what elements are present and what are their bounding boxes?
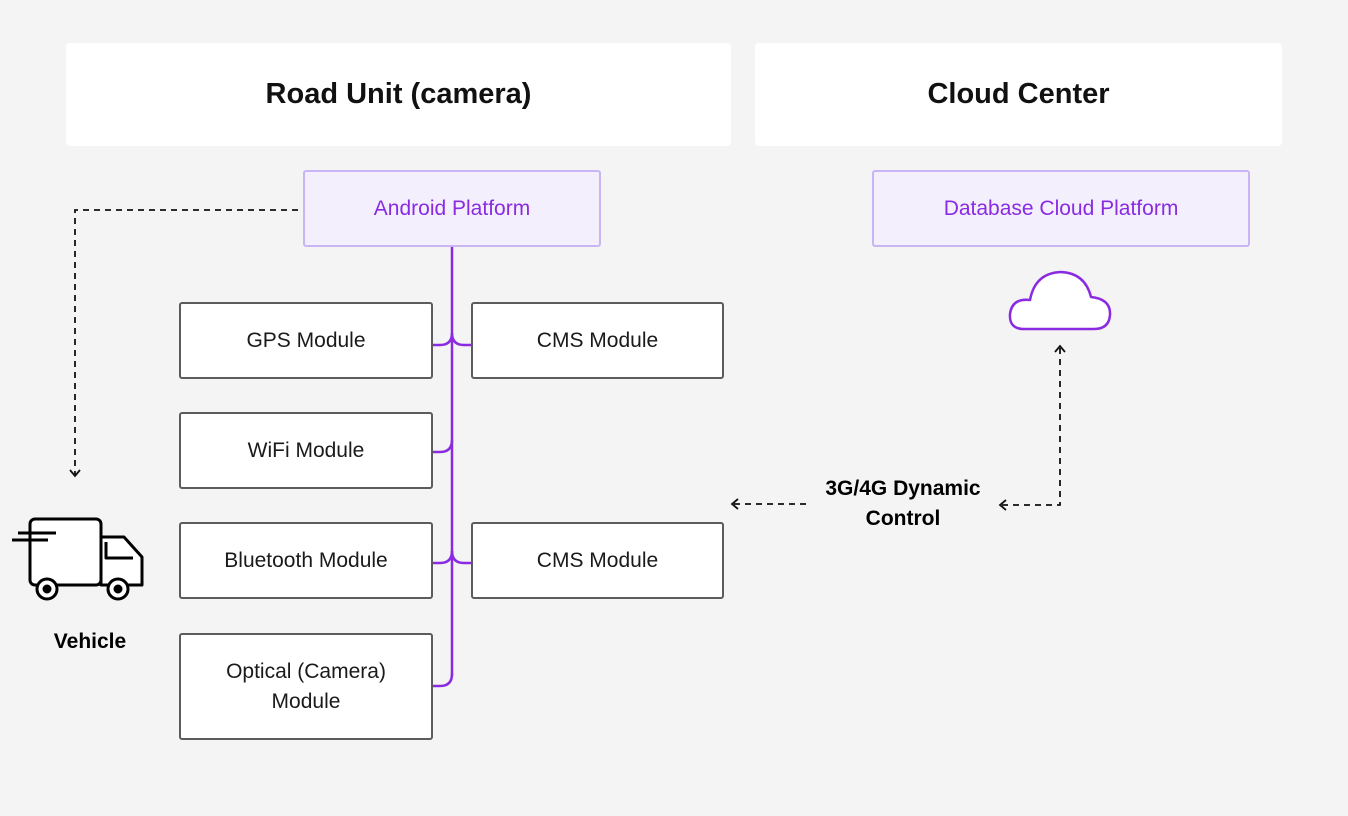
android-bus bbox=[433, 247, 471, 688]
cloud-icon bbox=[1008, 270, 1112, 331]
optical-module-label: Optical (Camera) Module bbox=[226, 657, 386, 717]
android-to-vehicle-connector bbox=[69, 209, 298, 478]
database-platform-box: Database Cloud Platform bbox=[872, 170, 1250, 247]
connection-left-arrow bbox=[730, 498, 806, 510]
connection-label: 3G/4G Dynamic Control bbox=[808, 474, 998, 534]
bluetooth-module-label: Bluetooth Module bbox=[224, 548, 388, 572]
cms-module-bottom-box: CMS Module bbox=[471, 522, 724, 599]
cloud-center-header: Cloud Center bbox=[755, 43, 1282, 146]
optical-module-label-line2: Module bbox=[271, 689, 341, 713]
cms-module-bottom-label: CMS Module bbox=[536, 548, 659, 572]
optical-module-box: Optical (Camera) Module bbox=[179, 633, 433, 740]
cms-module-top-box: CMS Module bbox=[471, 302, 724, 379]
connection-label-line1: 3G/4G Dynamic bbox=[825, 477, 981, 500]
gps-module-label: GPS Module bbox=[246, 328, 366, 352]
connection-cloud-arrow bbox=[998, 344, 1066, 511]
truck-icon bbox=[12, 517, 144, 601]
connection-label-line2: Control bbox=[865, 507, 941, 530]
wifi-module-label: WiFi Module bbox=[247, 438, 365, 462]
wifi-module-box: WiFi Module bbox=[179, 412, 433, 489]
android-platform-label: Android Platform bbox=[373, 196, 531, 220]
bluetooth-module-box: Bluetooth Module bbox=[179, 522, 433, 599]
gps-module-box: GPS Module bbox=[179, 302, 433, 379]
android-platform-box: Android Platform bbox=[303, 170, 601, 247]
database-platform-label: Database Cloud Platform bbox=[943, 196, 1179, 220]
cloud-center-title: Cloud Center bbox=[927, 78, 1110, 110]
vehicle-label: Vehicle bbox=[53, 630, 127, 653]
cms-module-top-label: CMS Module bbox=[536, 328, 659, 352]
road-unit-title: Road Unit (camera) bbox=[265, 78, 532, 110]
optical-module-label-line1: Optical (Camera) bbox=[226, 659, 386, 683]
road-unit-header: Road Unit (camera) bbox=[66, 43, 731, 146]
